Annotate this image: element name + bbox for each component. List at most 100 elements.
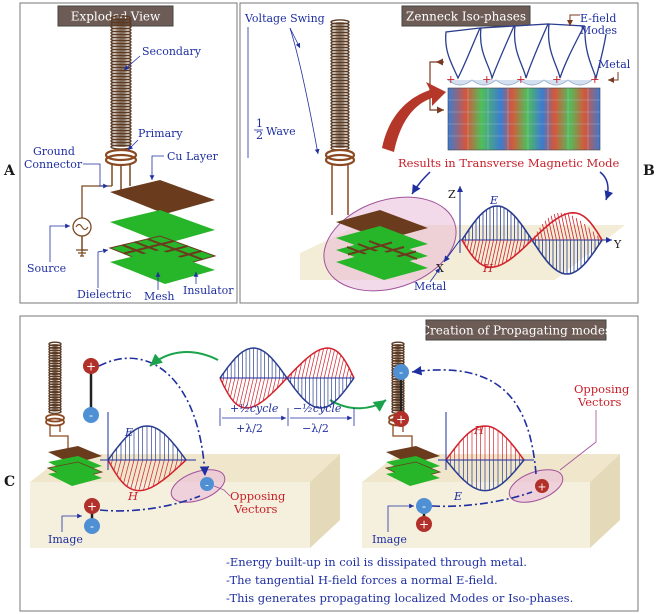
field-heatmap (447, 87, 601, 151)
cu-layer-c-left (48, 446, 102, 464)
label-source: Source (27, 262, 66, 275)
label-half-wave-word: Wave (266, 125, 296, 138)
label-minus-half-cycle: −½cycle (293, 402, 342, 415)
label-h-vector-c-left: H (127, 489, 139, 503)
label-image-left: Image (48, 533, 83, 546)
svg-text:+: + (482, 72, 492, 86)
image-charge-plus-left (84, 498, 100, 514)
svg-text:-: - (422, 500, 426, 514)
panel-b-title: Zenneck Iso-phases (406, 10, 526, 24)
secondary-coil-b (330, 19, 350, 151)
label-metal-bottom: Metal (414, 280, 447, 293)
label-h-vector-c-right: H (473, 423, 485, 437)
plus-signs-top: + + + + + (446, 72, 600, 86)
em-wave-right (438, 412, 534, 492)
panel-a-frame (19, 2, 238, 304)
panel-letter-a: A (3, 163, 16, 179)
label-cu-layer: Cu Layer (167, 150, 219, 163)
label-insulator: Insulator (183, 284, 234, 297)
panel-c-title-box (425, 319, 607, 341)
charge-minus-top-right (393, 364, 409, 380)
primary-coil-b (324, 148, 356, 162)
panel-letter-b: B (643, 163, 655, 179)
label-half-wave-den: 2 (256, 129, 263, 142)
image-line-right (431, 491, 533, 508)
charge-plus-right (393, 411, 409, 427)
secondary-coil-a (110, 15, 132, 150)
field-line-left (98, 357, 210, 477)
svg-text:+: + (537, 481, 546, 494)
label-e-vector-c-left: E (124, 426, 133, 439)
axis-x (443, 239, 461, 263)
label-efield-modes-1: E-field (580, 12, 616, 25)
label-minus-lambda: −λ/2 (302, 422, 329, 435)
heatmap-grid (448, 88, 600, 150)
label-plus-half-cycle: +½cycle (230, 402, 279, 415)
panel-c-title: Creation of Propagating modes (421, 324, 611, 338)
panel-b-title-box (401, 5, 531, 27)
label-results-tm: Results in Transverse Magnetic Mode (398, 156, 620, 170)
em-wave-b (461, 205, 603, 275)
big-red-arrow (382, 82, 446, 152)
image-line-left (99, 495, 201, 512)
svg-text:-: - (205, 479, 209, 492)
metal-surface-wave (447, 79, 593, 86)
dielectric-a (110, 210, 215, 244)
label-plus-lambda: +λ/2 (236, 422, 263, 435)
label-axis-y: Y (613, 238, 622, 251)
label-primary: Primary (138, 127, 183, 140)
label-h-vector-b: H (482, 261, 494, 275)
label-half-wave-num: 1 (256, 117, 263, 130)
label-ground-1: Ground (33, 145, 75, 158)
e-field-mode-lobes (445, 23, 607, 81)
image-charge-minus-left (84, 518, 100, 534)
label-e-vector-c-right: E (453, 490, 462, 503)
cu-layer-b (336, 210, 428, 240)
note-line-1: -Energy built-up in coil is dissipated t… (226, 555, 527, 569)
panel-b-frame (239, 2, 639, 304)
insulator-a (110, 250, 215, 284)
secondary-coil-c-left (48, 341, 62, 415)
label-axis-z: Z (448, 188, 456, 201)
label-dielectric: Dielectric (77, 288, 131, 301)
opposing-ellipse-left (170, 469, 226, 503)
green-arrow-right (329, 399, 387, 412)
cu-layer-c-right (386, 446, 440, 464)
label-image-right: Image (372, 533, 407, 546)
insulator-b (336, 250, 428, 280)
em-wave-left (100, 412, 196, 492)
label-mesh: Mesh (144, 290, 175, 303)
svg-text:-: - (89, 409, 93, 423)
svg-text:+: + (396, 413, 406, 427)
label-opposing-left-2: Vectors (233, 502, 278, 516)
label-secondary: Secondary (142, 45, 202, 58)
label-voltage-swing: Voltage Swing (244, 12, 325, 25)
green-arrow-left (149, 351, 219, 367)
svg-text:+: + (446, 72, 456, 86)
label-e-vector-b: E (489, 194, 498, 207)
svg-text:+: + (86, 360, 96, 374)
ground-box-left (30, 454, 340, 548)
label-opposing-right-2: Vectors (577, 395, 622, 409)
panel-c-frame (19, 315, 639, 612)
note-line-2: -The tangential H-field forces a normal … (226, 573, 498, 587)
svg-text:-: - (90, 520, 94, 534)
charge-minus-left (83, 407, 99, 423)
panel-letter-c: C (4, 474, 15, 490)
label-opposing-left-1: Opposing (230, 489, 286, 503)
label-metal-top: Metal (598, 58, 631, 71)
note-line-3: -This generates propagating localized Mo… (226, 591, 573, 605)
svg-text:-: - (399, 366, 403, 380)
label-efield-modes-2: Modes (580, 24, 617, 37)
label-ground-2: Connector (24, 158, 83, 171)
image-charge-plus-right (416, 516, 432, 532)
svg-text:+: + (87, 500, 97, 514)
cu-layer-a (110, 180, 215, 214)
svg-text:+: + (419, 518, 429, 532)
label-opposing-right-1: Opposing (574, 382, 630, 396)
primary-coil-a (104, 148, 138, 162)
em-wave-center (219, 347, 355, 409)
svg-text:+: + (516, 72, 526, 86)
